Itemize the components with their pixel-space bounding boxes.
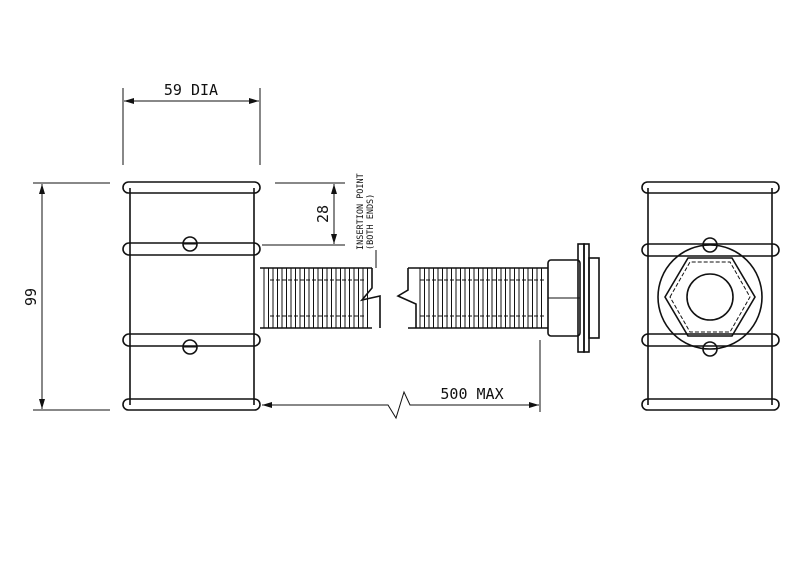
insertion-note-line1: INSERTION POINT [356,173,366,250]
insertion-note-line2: (BOTH ENDS) [366,194,376,250]
dimension-length: 500 MAX [262,340,541,420]
hose-nut-fitting [547,243,600,353]
dimension-height: 99 [22,182,110,411]
hex-nut-icon [664,257,756,337]
dimension-insertion: 28 INSERTION POINT (BOTH ENDS) [262,173,377,268]
insertion-depth-label: 28 [314,205,332,223]
front-view-body [641,181,780,411]
dimension-diameter: 59 DIA [122,81,261,165]
side-view-body [122,181,261,411]
corrugated-hose [260,267,548,329]
height-label: 99 [22,288,40,306]
length-label: 500 MAX [440,385,503,403]
diameter-label: 59 DIA [164,81,218,99]
